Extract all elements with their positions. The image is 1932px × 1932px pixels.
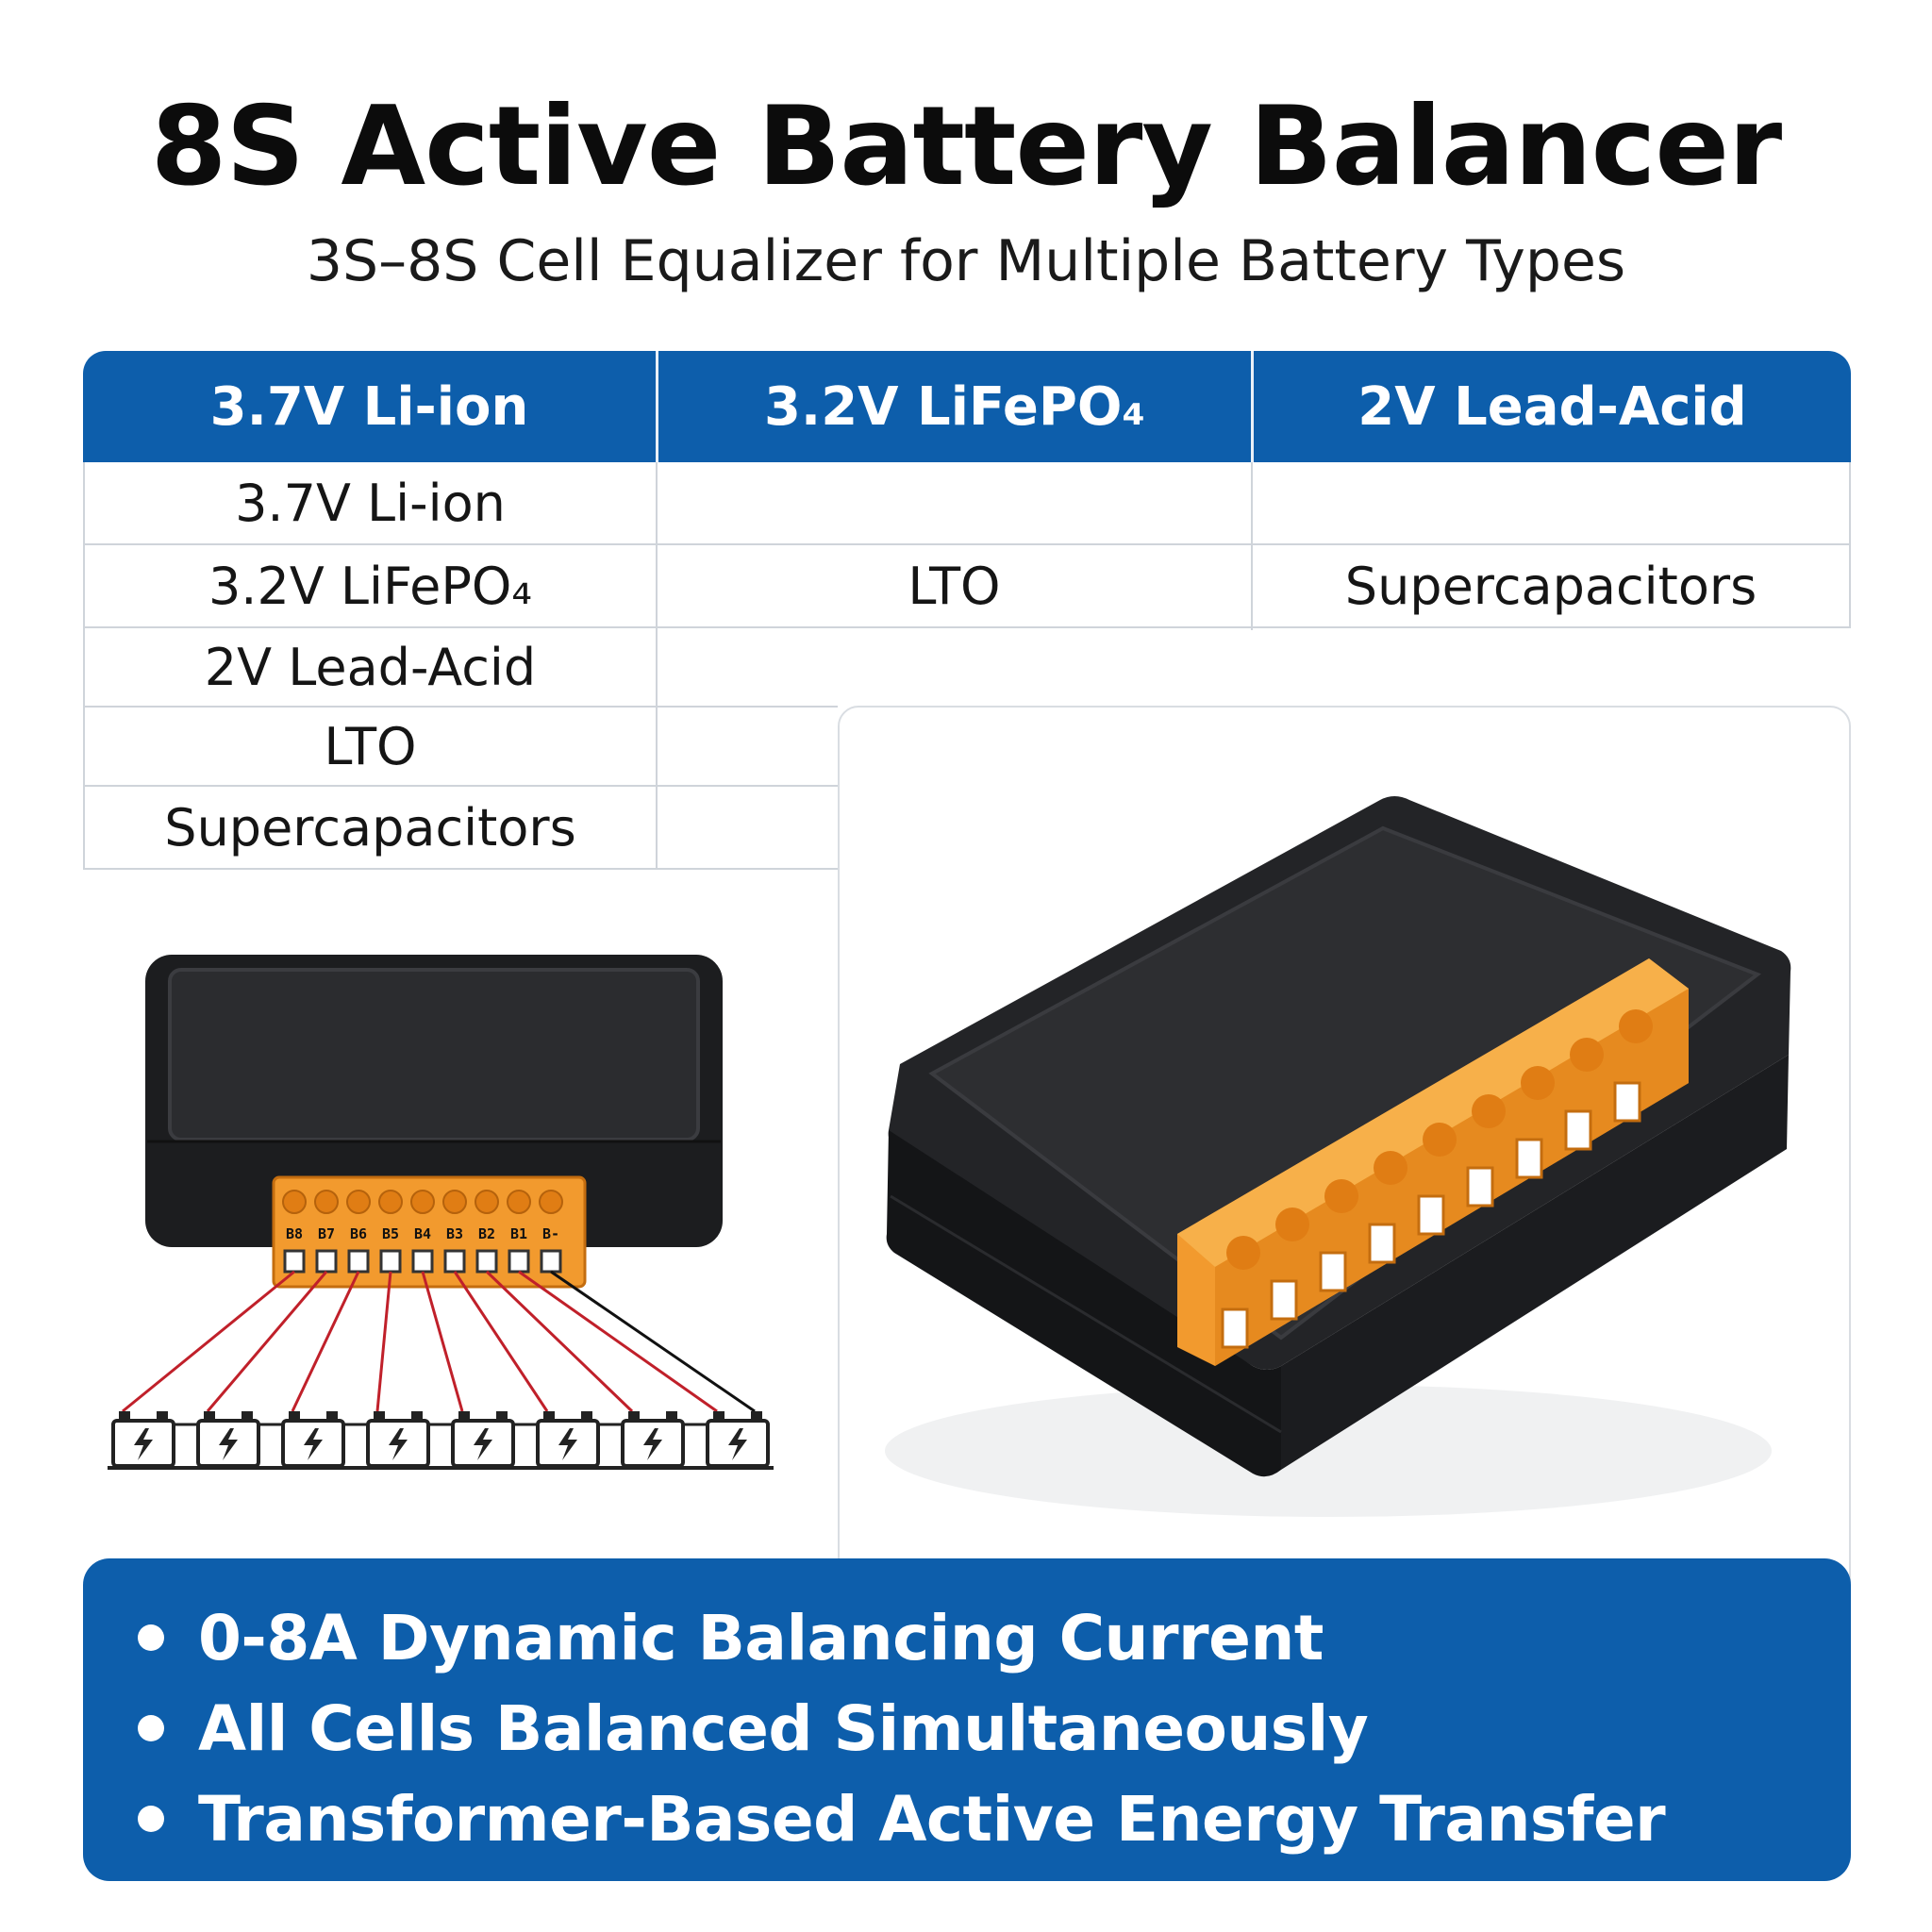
table-header-li-ion: 3.7V Li-ion bbox=[209, 375, 529, 438]
table-header-lead-acid: 2V Lead-Acid bbox=[1251, 351, 1851, 462]
terminal-label: B7 bbox=[318, 1225, 335, 1242]
bullet-icon bbox=[138, 1624, 164, 1651]
terminal-label: B4 bbox=[414, 1225, 431, 1242]
table-cell: Supercapacitors bbox=[85, 787, 656, 868]
page-subtitle: 3S–8S Cell Equalizer for Multiple Batter… bbox=[306, 228, 1626, 294]
lightning-icon bbox=[134, 1428, 747, 1460]
terminal-label: B- bbox=[542, 1225, 559, 1242]
compatibility-table: 3.7V Li-ion 3.2V LiFePO₄ 2V Lead-Acid 3.… bbox=[83, 351, 1851, 870]
bullet-icon bbox=[138, 1715, 164, 1741]
feature-list: 0-8A Dynamic Balancing Current All Cells… bbox=[83, 1558, 1851, 1881]
terminal-label: B5 bbox=[382, 1225, 399, 1242]
terminal-label: B1 bbox=[510, 1225, 527, 1242]
bullet-icon bbox=[138, 1806, 164, 1832]
feature-item: Transformer-Based Active Energy Transfer bbox=[138, 1774, 1851, 1864]
feature-text: Transformer-Based Active Energy Transfer bbox=[198, 1782, 1666, 1856]
terminal-label: B3 bbox=[446, 1225, 463, 1242]
page-title: 8S Active Battery Balancer bbox=[150, 83, 1783, 210]
table-header-lifepo4: 3.2V LiFePO₄ bbox=[656, 351, 1251, 462]
terminal-label: B2 bbox=[478, 1225, 495, 1242]
terminal-label: B8 bbox=[286, 1225, 303, 1242]
feature-text: All Cells Balanced Simultaneously bbox=[198, 1691, 1369, 1765]
feature-text: 0-8A Dynamic Balancing Current bbox=[198, 1601, 1324, 1674]
feature-item: 0-8A Dynamic Balancing Current bbox=[138, 1592, 1851, 1683]
feature-item: All Cells Balanced Simultaneously bbox=[138, 1683, 1851, 1774]
table-cell: 3.7V Li-ion bbox=[85, 462, 656, 543]
terminal-label: B6 bbox=[350, 1225, 367, 1242]
balancer-3d-illustration bbox=[885, 796, 1791, 1517]
table-cell: LTO bbox=[85, 708, 656, 785]
table-cell: LTO bbox=[658, 545, 1251, 626]
table-cell: 3.2V LiFePO₄ bbox=[85, 545, 656, 626]
battery-cell-row bbox=[111, 1419, 770, 1468]
wiring-diagram: B8 B7 B6 B5 B4 B3 B2 B1 B- bbox=[108, 955, 774, 1470]
table-header-row: 3.7V Li-ion 3.2V LiFePO₄ 2V Lead-Acid bbox=[83, 351, 1851, 462]
table-cell: Supercapacitors bbox=[1253, 545, 1849, 626]
table-cell: 2V Lead-Acid bbox=[85, 628, 656, 706]
